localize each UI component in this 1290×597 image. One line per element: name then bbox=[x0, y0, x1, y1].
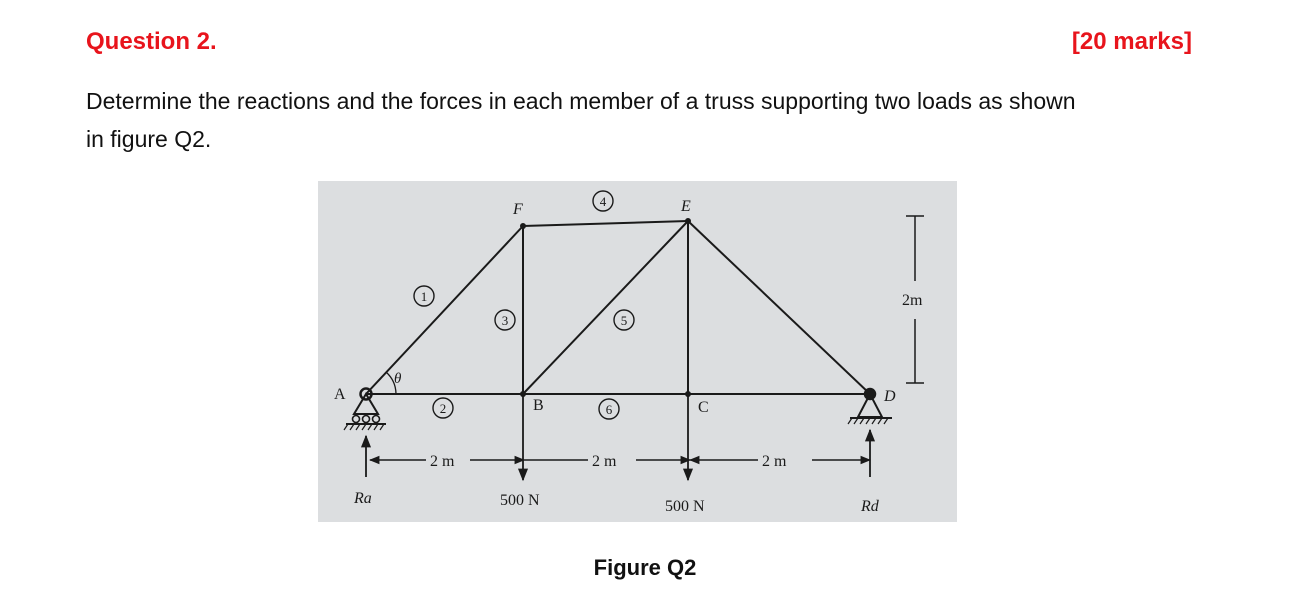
member-2-label: 2 bbox=[440, 401, 447, 416]
height-dimension bbox=[906, 215, 924, 384]
member-ed-line bbox=[687, 220, 871, 395]
truss-members bbox=[365, 220, 871, 395]
joint-f-dot bbox=[520, 223, 526, 229]
member-2-circle bbox=[432, 397, 454, 419]
truss-diagram: θ A B C D E F 1 2 3 4 5 6 bbox=[318, 181, 957, 522]
member-4-line bbox=[522, 220, 689, 227]
joint-e-dot bbox=[685, 218, 691, 224]
member-1-line bbox=[365, 225, 524, 395]
member-5-label: 5 bbox=[621, 313, 628, 328]
angle-arc bbox=[385, 371, 397, 395]
member-6-circle bbox=[598, 398, 620, 420]
joint-label-f: F bbox=[512, 201, 523, 218]
joint-label-c: C bbox=[698, 399, 709, 416]
member-6-label: 6 bbox=[606, 402, 613, 417]
joint-label-d: D bbox=[883, 388, 896, 405]
member-3-circle bbox=[494, 309, 516, 331]
member-5-circle bbox=[613, 309, 635, 331]
joint-label-b: B bbox=[533, 397, 544, 414]
member-3-label: 3 bbox=[502, 313, 509, 328]
question-text: Determine the reactions and the forces i… bbox=[86, 82, 1216, 158]
question-text-line-2: in figure Q2. bbox=[86, 126, 212, 152]
member-4-label: 4 bbox=[600, 194, 607, 209]
load-b-label: 500 N bbox=[500, 492, 540, 509]
span-2-label: 2 m bbox=[592, 453, 617, 470]
load-c-label: 500 N bbox=[665, 498, 705, 515]
span-1-label: 2 m bbox=[430, 453, 455, 470]
pin-support-d bbox=[847, 387, 892, 425]
member-4-circle bbox=[592, 190, 614, 212]
pin-support-a bbox=[343, 387, 386, 431]
figure-caption: Figure Q2 bbox=[593, 555, 697, 580]
question-title: Question 2. bbox=[86, 28, 217, 55]
reaction-a-label: Ra bbox=[353, 490, 372, 507]
joint-label-a: A bbox=[334, 386, 346, 403]
span-3-label: 2 m bbox=[762, 453, 787, 470]
joint-label-e: E bbox=[680, 198, 691, 215]
member-1-label: 1 bbox=[421, 289, 428, 304]
member-5-line bbox=[522, 220, 689, 395]
question-marks: [20 marks] bbox=[1071, 28, 1192, 55]
question-text-line-1: Determine the reactions and the forces i… bbox=[86, 88, 1076, 114]
height-dim-label: 2m bbox=[902, 292, 923, 309]
truss-figure: θ A B C D E F 1 2 3 4 5 6 bbox=[318, 181, 957, 522]
member-1-circle bbox=[413, 285, 435, 307]
angle-label: θ bbox=[394, 371, 402, 387]
reaction-d-label: Rd bbox=[860, 498, 880, 515]
figure-background bbox=[318, 181, 957, 522]
